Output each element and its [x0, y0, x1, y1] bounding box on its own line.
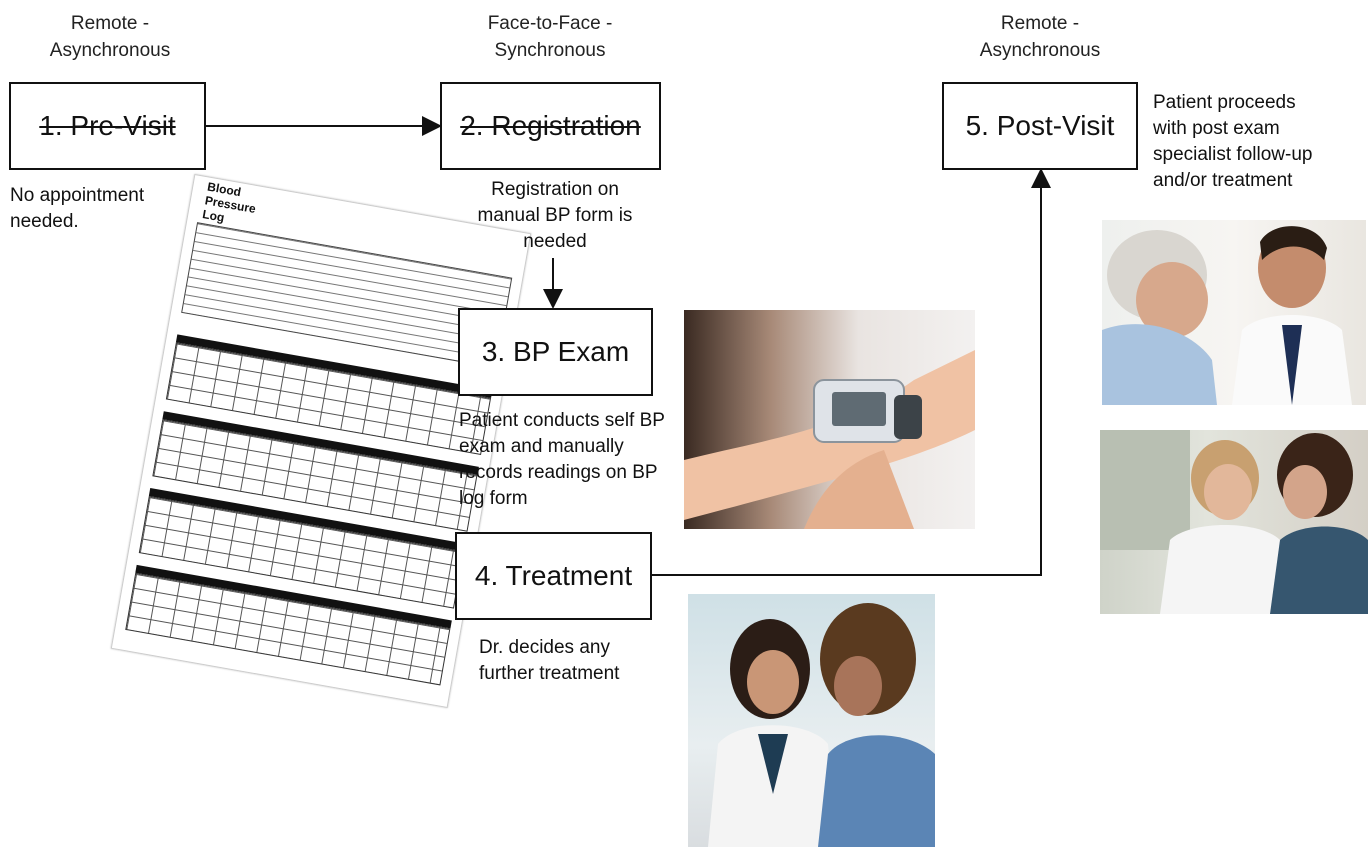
stage4-note: Dr. decides any further treatment: [479, 637, 620, 684]
stage5-mode-line1: Remote -: [1000, 13, 1080, 34]
stage4-box: 4. Treatment: [455, 532, 652, 620]
pharmacist-patient-illustration: [1100, 430, 1368, 614]
stage3-label: 3. BP Exam: [481, 336, 630, 367]
doctor-patient-illustration: [708, 603, 935, 847]
stage1-mode-line2: Asynchronous: [49, 40, 171, 61]
stage1-label: 1. Pre-Visit: [39, 110, 176, 141]
doctor-elderly-patient-illustration: [1102, 226, 1352, 405]
stage5-box: 5. Post-Visit: [942, 82, 1138, 170]
stage2-box: 2. Registration: [440, 82, 661, 170]
stage1-mode-label: Remote - Asynchronous: [20, 10, 200, 64]
stage3-box: 3. BP Exam: [458, 308, 653, 396]
stage1-mode-line1: Remote -: [70, 13, 150, 34]
stage1-box: 1. Pre-Visit: [9, 82, 206, 170]
doctor-patient-photo: [688, 594, 935, 847]
stage5-mode-line2: Asynchronous: [979, 40, 1101, 61]
stage5-mode-label: Remote - Asynchronous: [950, 10, 1130, 64]
wrist-bp-monitor-illustration: [684, 350, 975, 529]
stage2-mode-line1: Face-to-Face -: [487, 13, 613, 34]
stage3-note: Patient conducts self BP exam and manual…: [459, 410, 665, 509]
stage2-mode-label: Face-to-Face - Synchronous: [455, 10, 645, 64]
stage4-label: 4. Treatment: [474, 560, 633, 591]
stage5-note: Patient proceeds with post exam speciali…: [1153, 92, 1313, 191]
stage2-mode-line2: Synchronous: [494, 40, 606, 61]
arrow-treatment-to-postvisit: [651, 168, 1051, 576]
pharmacist-patient-photo: [1100, 430, 1368, 614]
doctor-elderly-patient-photo: [1102, 220, 1366, 405]
stage2-label: 2. Registration: [460, 110, 641, 141]
stage5-label: 5. Post-Visit: [965, 110, 1115, 141]
stage2-note: Registration on manual BP form is needed: [477, 179, 633, 252]
wrist-bp-monitor-photo: [684, 310, 975, 529]
stage1-note: No appointment needed.: [10, 185, 145, 232]
